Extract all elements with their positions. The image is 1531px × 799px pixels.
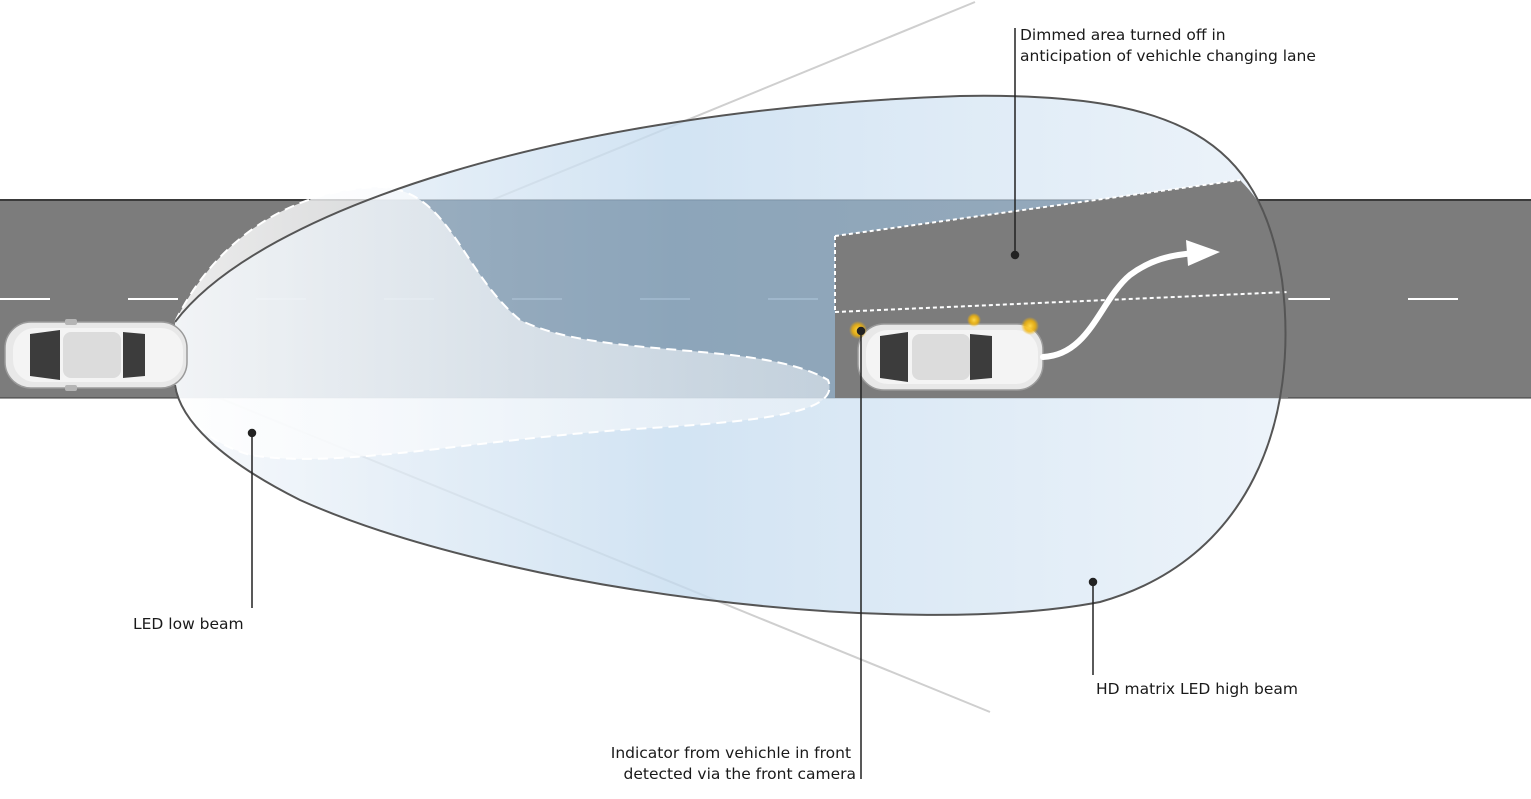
high-beam-label: HD matrix LED high beam xyxy=(1096,680,1298,698)
high-beam-label-line1: HD matrix LED high beam xyxy=(1096,680,1298,698)
lead-car-icon xyxy=(849,313,1044,391)
ego-car-icon xyxy=(4,319,188,391)
low-beam-label: LED low beam xyxy=(133,615,244,633)
dimmed-area-label-line1: Dimmed area turned off in xyxy=(1020,26,1226,44)
indicator-label-line2: detected via the front camera xyxy=(624,765,857,783)
low-beam-area xyxy=(174,185,831,460)
leader-lines xyxy=(247,28,1098,779)
turn-signal-glow-icon xyxy=(1021,317,1039,335)
indicator-label-line1: Indicator from vehichle in front xyxy=(611,744,851,762)
indicator-label: Indicator from vehichle in front detecte… xyxy=(611,744,856,783)
high-beam-outline xyxy=(174,94,1287,616)
low-beam-label-line1: LED low beam xyxy=(133,615,244,633)
dimmed-area-label: Dimmed area turned off in anticipation o… xyxy=(1020,26,1316,65)
dimmed-area-label-line2: anticipation of vehichle changing lane xyxy=(1020,47,1316,65)
curved-arrow-icon xyxy=(1040,240,1220,360)
turn-signal-glow-icon xyxy=(967,313,981,327)
